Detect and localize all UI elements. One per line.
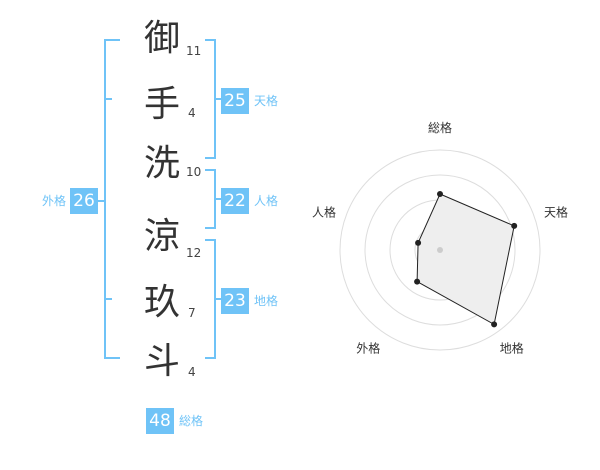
given-char-2: 玖 [143,282,180,323]
radar-point [415,239,422,246]
surname-char-1: 御 [143,18,180,59]
tenkaku-badge: 25 [221,88,249,114]
gaikaku-label: 外格 [42,194,67,208]
given-strokes-2: 7 [188,306,196,320]
surname-strokes-1: 11 [186,44,202,58]
soukaku-badge: 48 [146,408,174,434]
radar-center-dot [437,247,443,253]
radar-axis-label: 外格 [356,341,380,356]
radar-axis-label: 総格 [428,120,452,135]
given-char-1: 涼 [143,216,180,257]
chikaku-label: 地格 [254,294,279,308]
surname-strokes-3: 10 [186,165,202,179]
radar-ring [339,149,541,351]
chikaku-badge: 23 [221,288,249,314]
surname-char-2: 手 [143,84,180,125]
radar-point [511,222,518,229]
gaikaku-badge: 26 [70,188,98,214]
radar-point [414,278,421,285]
surname-char-3: 洗 [143,143,180,184]
radar-ring [364,174,516,326]
given-char-3: 斗 [143,341,180,382]
given-strokes-3: 4 [188,365,196,379]
given-strokes-1: 12 [186,246,202,260]
radar-axis-label: 地格 [500,341,524,356]
radar-axis-label: 人格 [312,204,336,219]
gaikaku-bracket [104,39,120,359]
radar-axis-label: 天格 [544,204,568,219]
radar-polygon [416,193,515,326]
jinkaku-label: 人格 [254,194,279,208]
radar-point [437,191,443,197]
jinkaku-badge: 22 [221,188,249,214]
soukaku-label: 総格 [179,414,204,428]
tenkaku-label: 天格 [254,94,279,108]
radar-point [491,321,498,328]
surname-strokes-2: 4 [188,106,196,120]
